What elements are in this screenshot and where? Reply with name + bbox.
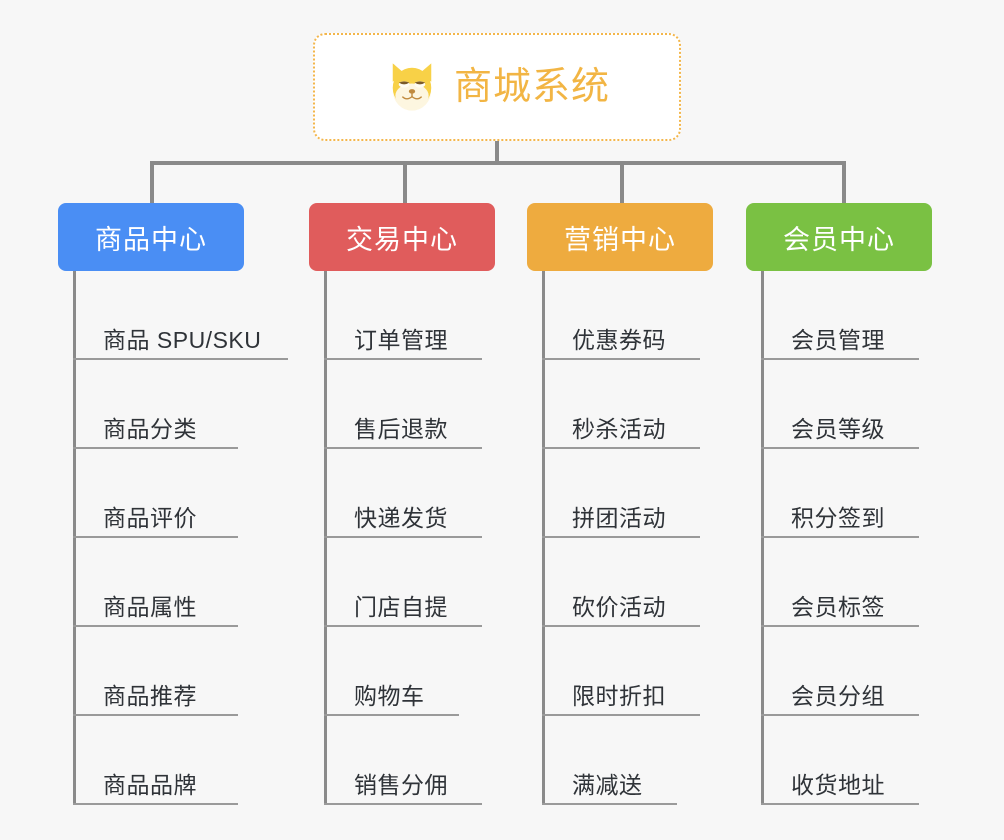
category-card-label: 会员中心: [783, 224, 895, 255]
category-card-marketing-center[interactable]: 营销中心: [527, 203, 713, 271]
leaf-item[interactable]: 砍价活动: [542, 538, 700, 627]
leaf-item-label: 会员标签: [791, 593, 885, 620]
leaf-item-label: 购物车: [354, 682, 425, 709]
leaf-item-label: 满减送: [572, 771, 643, 798]
leaf-item-label: 商品 SPU/SKU: [103, 326, 262, 353]
leaf-item[interactable]: 订单管理: [324, 271, 482, 360]
leaf-item[interactable]: 积分签到: [761, 449, 919, 538]
leaf-item[interactable]: 门店自提: [324, 538, 482, 627]
drop-connector-product-center: [150, 161, 154, 205]
leaf-item[interactable]: 商品分类: [73, 360, 238, 449]
column-spine-marketing-center: [542, 271, 545, 805]
leaf-item[interactable]: 商品 SPU/SKU: [73, 271, 288, 360]
root-node-card[interactable]: 商城系统: [313, 33, 681, 141]
leaf-item-label: 商品评价: [103, 504, 197, 531]
leaf-item[interactable]: 商品评价: [73, 449, 238, 538]
leaf-item-label: 售后退款: [354, 415, 448, 442]
leaf-item[interactable]: 拼团活动: [542, 449, 700, 538]
leaf-item[interactable]: 优惠券码: [542, 271, 700, 360]
leaf-item[interactable]: 购物车: [324, 627, 459, 716]
column-spine-product-center: [73, 271, 76, 805]
category-card-member-center[interactable]: 会员中心: [746, 203, 932, 271]
leaf-item[interactable]: 收货地址: [761, 716, 919, 805]
leaf-item-label: 商品品牌: [103, 771, 197, 798]
leaf-item-label: 会员分组: [791, 682, 885, 709]
root-stem-connector: [495, 141, 499, 163]
horizontal-bus-connector: [150, 161, 846, 165]
leaf-item-label: 商品属性: [103, 593, 197, 620]
leaf-item[interactable]: 销售分佣: [324, 716, 482, 805]
leaf-item[interactable]: 商品推荐: [73, 627, 238, 716]
column-spine-trade-center: [324, 271, 327, 805]
leaf-item[interactable]: 满减送: [542, 716, 677, 805]
leaf-item-label: 会员管理: [791, 326, 885, 353]
drop-connector-marketing-center: [620, 161, 624, 205]
drop-connector-member-center: [842, 161, 846, 205]
leaf-item-label: 积分签到: [791, 504, 885, 531]
leaf-item-label: 商品分类: [103, 415, 197, 442]
drop-connector-trade-center: [403, 161, 407, 205]
category-card-trade-center[interactable]: 交易中心: [309, 203, 495, 271]
category-card-label: 营销中心: [564, 224, 676, 255]
leaf-item-label: 会员等级: [791, 415, 885, 442]
leaf-item-label: 秒杀活动: [572, 415, 666, 442]
leaf-item-label: 门店自提: [354, 593, 448, 620]
category-card-label: 交易中心: [346, 224, 458, 255]
leaf-item[interactable]: 商品品牌: [73, 716, 238, 805]
leaf-item[interactable]: 售后退款: [324, 360, 482, 449]
leaf-item[interactable]: 快递发货: [324, 449, 482, 538]
root-node-title: 商城系统: [453, 66, 610, 108]
leaf-item-label: 订单管理: [354, 326, 448, 353]
leaf-item-label: 商品推荐: [103, 682, 197, 709]
leaf-item[interactable]: 秒杀活动: [542, 360, 700, 449]
leaf-item-label: 收货地址: [791, 771, 885, 798]
leaf-item[interactable]: 限时折扣: [542, 627, 700, 716]
leaf-item[interactable]: 商品属性: [73, 538, 238, 627]
leaf-item-label: 砍价活动: [572, 593, 666, 620]
leaf-item-label: 快递发货: [354, 504, 448, 531]
shiba-dog-face-icon: [392, 63, 432, 111]
leaf-item-label: 优惠券码: [572, 326, 666, 353]
leaf-item-label: 拼团活动: [572, 504, 666, 531]
category-card-product-center[interactable]: 商品中心: [58, 203, 244, 271]
leaf-item-label: 销售分佣: [354, 771, 448, 798]
leaf-item[interactable]: 会员管理: [761, 271, 919, 360]
leaf-item[interactable]: 会员等级: [761, 360, 919, 449]
leaf-item-label: 限时折扣: [572, 682, 666, 709]
column-spine-member-center: [761, 271, 764, 805]
leaf-item[interactable]: 会员标签: [761, 538, 919, 627]
leaf-item[interactable]: 会员分组: [761, 627, 919, 716]
category-card-label: 商品中心: [95, 224, 207, 255]
